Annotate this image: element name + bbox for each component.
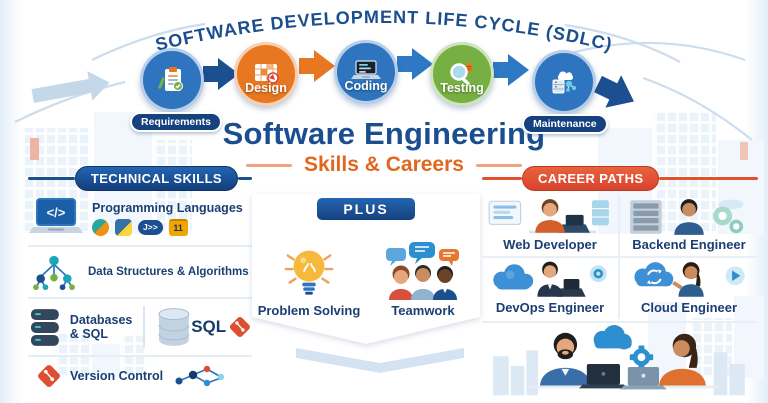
technical-skills-panel: TECHNICAL SKILLS </> Programming Languag… bbox=[28, 166, 252, 395]
language-badge-icon: J>> bbox=[138, 219, 163, 235]
down-chevron-decoration bbox=[296, 348, 464, 373]
plus-banner: PLUS bbox=[317, 198, 415, 220]
header-line bbox=[482, 177, 522, 180]
building-accent bbox=[30, 138, 39, 160]
commit-graph-icon bbox=[175, 365, 225, 387]
language-badge-icon: 11 bbox=[168, 218, 188, 236]
page-subtitle: Skills & Careers bbox=[304, 153, 464, 176]
programming-languages-block: Programming Languages J>> 11 bbox=[92, 201, 243, 236]
divider bbox=[143, 306, 146, 348]
technical-skills-header: TECHNICAL SKILLS bbox=[28, 166, 252, 191]
stage-circle bbox=[234, 42, 298, 106]
language-logos-row: J>> 11 bbox=[92, 218, 243, 236]
tree-graph-icon bbox=[33, 255, 75, 291]
plus-card-wrapper: PLUS Problem Solving bbox=[252, 194, 480, 344]
stage-circle bbox=[532, 50, 596, 114]
database-stack-icon bbox=[30, 309, 59, 346]
plus-items-row: Problem Solving bbox=[252, 220, 480, 344]
skill-row-databases: Databases & SQL SQL bbox=[28, 299, 252, 357]
career-paths-header: CAREER PATHS bbox=[482, 166, 758, 191]
skill-label: Databases & SQL bbox=[69, 312, 133, 341]
plus-card: PLUS Problem Solving bbox=[252, 194, 480, 344]
sdlc-stage-maintenance: Maintenance bbox=[522, 50, 608, 134]
header-line bbox=[238, 177, 252, 180]
subtitle-dash bbox=[475, 163, 522, 167]
page-subtitle-row: Skills & Careers bbox=[0, 153, 768, 177]
career-label: DevOps Engineer bbox=[495, 300, 605, 315]
laptop-code-icon: </> bbox=[29, 198, 83, 233]
stage-circle bbox=[140, 48, 204, 112]
career-paths-panel: CAREER PATHS Web Developer bbox=[482, 166, 758, 403]
header-line bbox=[659, 177, 758, 180]
sql-database-icon bbox=[158, 308, 190, 346]
stage-circle bbox=[334, 40, 398, 104]
plus-item-label: Teamwork bbox=[391, 303, 455, 318]
skill-row-version-control: Version Control bbox=[28, 357, 252, 395]
skill-label: Version Control bbox=[70, 369, 164, 383]
devops-engineer-illustration bbox=[493, 261, 607, 297]
career-label: Backend Engineer bbox=[632, 237, 746, 252]
career-cell-backend-engineer: Backend Engineer bbox=[620, 195, 758, 258]
page-title: Software Engineering bbox=[222, 116, 546, 151]
career-bottom-illustration-row bbox=[482, 321, 758, 403]
career-paths-banner: CAREER PATHS bbox=[522, 166, 660, 191]
team-chat-icon bbox=[386, 242, 459, 300]
web-developer-illustration bbox=[488, 199, 609, 234]
building-silhouette bbox=[92, 344, 120, 378]
plus-item-problem-solving: Problem Solving bbox=[252, 222, 366, 318]
plus-item-teamwork: Teamwork bbox=[366, 222, 480, 318]
stage-label: Testing bbox=[440, 81, 484, 95]
sql-label: SQL bbox=[191, 317, 227, 336]
sdlc-stage-testing: Testing bbox=[420, 42, 504, 106]
language-logo-icon bbox=[92, 218, 109, 236]
language-logo-icon bbox=[115, 218, 132, 236]
git-diamond-icon bbox=[230, 316, 251, 338]
career-cell-web-developer: Web Developer bbox=[482, 195, 620, 258]
cloud-engineer-illustration bbox=[634, 262, 745, 297]
skill-row-dsa: Data Structures & Algorithms bbox=[28, 247, 252, 299]
main-heading: Software Engineering Skills & Careers bbox=[0, 116, 768, 177]
sdlc-stage-design: Design bbox=[224, 42, 308, 106]
lightbulb-icon bbox=[284, 250, 334, 295]
stage-label: Design bbox=[245, 81, 287, 95]
stage-circle bbox=[430, 42, 494, 106]
stage-label: Requirements bbox=[130, 112, 223, 132]
career-cell-devops-engineer: DevOps Engineer bbox=[482, 258, 620, 319]
building-silhouette bbox=[122, 336, 146, 378]
technical-skills-banner: TECHNICAL SKILLS bbox=[74, 166, 238, 191]
career-label: Web Developer bbox=[503, 237, 597, 252]
laptop-code-icon bbox=[351, 60, 381, 79]
sdlc-stage-requirements: Requirements bbox=[130, 48, 223, 132]
building-accent bbox=[740, 142, 748, 160]
skill-label: Programming Languages bbox=[92, 200, 243, 215]
server-cloud-icon bbox=[552, 71, 577, 94]
stage-label: Maintenance bbox=[522, 114, 608, 134]
sdlc-stage-coding: Coding bbox=[324, 40, 408, 104]
skill-row-programming: </> Programming Languages J>> 11 bbox=[28, 191, 252, 247]
clipboard-checklist-icon bbox=[158, 67, 183, 91]
magnifier-bug-icon bbox=[450, 61, 473, 86]
code-glyph: </> bbox=[47, 205, 66, 220]
header-line bbox=[28, 177, 75, 180]
plus-item-label: Problem Solving bbox=[257, 303, 361, 318]
stage-label: Coding bbox=[344, 79, 388, 93]
backend-engineer-illustration bbox=[630, 199, 744, 235]
entry-arrow bbox=[31, 71, 110, 103]
career-label: Cloud Engineer bbox=[640, 300, 738, 315]
left-edge-gradient bbox=[0, 0, 22, 403]
git-diamond-icon bbox=[38, 365, 60, 387]
career-grid: Web Developer Backend Engineer bbox=[482, 195, 758, 319]
skill-label: Data Structures & Algorithms bbox=[88, 266, 249, 278]
career-cell-cloud-engineer: Cloud Engineer bbox=[620, 258, 758, 319]
pair-programming-illustration bbox=[493, 325, 745, 396]
blueprint-grid-icon bbox=[255, 64, 279, 84]
subtitle-dash bbox=[246, 163, 293, 167]
